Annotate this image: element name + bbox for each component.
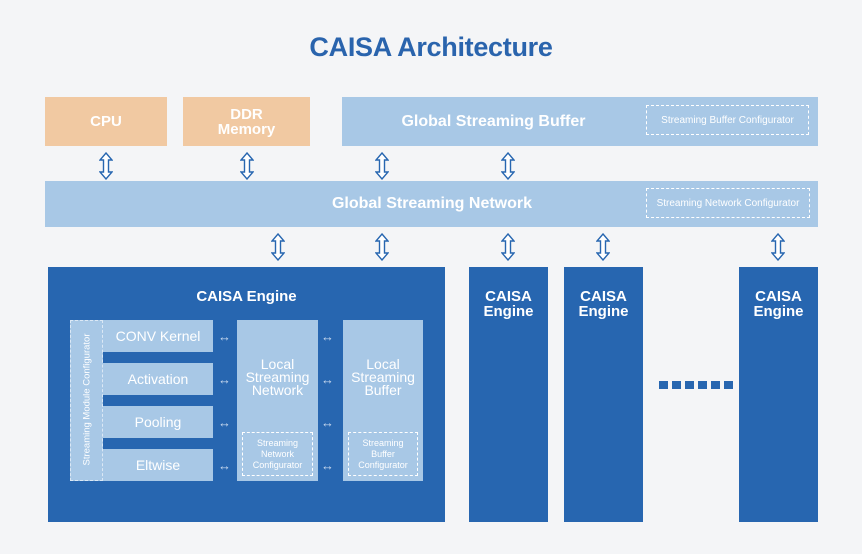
caisa-engine-2: CAISA Engine [469,267,548,522]
up-down-arrow-icon [99,152,113,180]
left-right-arrow-icon: ↔ [321,415,334,430]
local-network-cfg-line3: Configurator [252,459,303,470]
local-buffer-line3: Buffer [364,382,402,398]
local-buffer-line2: Streaming [351,369,415,385]
left-right-arrow-icon: ↔ [321,329,334,344]
up-down-arrow-icon [375,152,389,180]
up-down-arrow-icon [375,233,389,261]
pooling-label: Pooling [134,414,182,430]
streaming-network-configurator-label: Streaming Network Configurator [656,197,800,209]
local-streaming-network-box: Local Streaming Network Streaming Networ… [237,320,318,481]
eltwise-label: Eltwise [135,457,181,473]
global-streaming-network-label: Global Streaming Network [331,195,533,212]
local-network-line3: Network [251,382,304,398]
cpu-box: CPU [45,97,167,146]
caisa-engine-main-title: CAISA Engine [196,288,297,305]
local-network-configurator: Streaming Network Configurator [242,432,313,476]
caisa-engine-2-line2: Engine [483,303,534,320]
local-buffer-cfg-line2: Buffer [371,448,395,459]
pooling-box: Pooling [103,406,213,438]
local-network-cfg-line2: Network [260,448,294,459]
caisa-engine-n-line1: CAISA [755,288,802,305]
eltwise-box: Eltwise [103,449,213,481]
caisa-engine-n-line2: Engine [753,303,804,320]
local-network-cfg-line1: Streaming [256,437,299,448]
up-down-arrow-icon [501,233,515,261]
ddr-memory-box: DDR Memory [183,97,310,146]
up-down-arrow-icon [596,233,610,261]
dots-icon [659,381,733,389]
streaming-module-configurator: Streaming Module Configurator [70,320,103,481]
up-down-arrow-icon [271,233,285,261]
local-buffer-line1: Local [366,356,400,372]
left-right-arrow-icon: ↔ [218,372,231,387]
left-right-arrow-icon: ↔ [321,372,334,387]
caisa-engine-3-line1: CAISA [580,288,627,305]
caisa-engine-3-line2: Engine [578,303,629,320]
streaming-network-configurator: Streaming Network Configurator [646,188,810,218]
caisa-engine-main: CAISA Engine Streaming Module Configurat… [48,267,445,522]
caisa-engine-3: CAISA Engine [564,267,643,522]
streaming-buffer-configurator: Streaming Buffer Configurator [646,105,809,135]
global-streaming-buffer-label: Global Streaming Buffer [401,113,586,130]
global-streaming-network-box: Global Streaming Network Streaming Netwo… [45,181,818,227]
activation-label: Activation [127,371,189,387]
conv-kernel-label: CONV Kernel [115,328,201,344]
global-streaming-buffer-box: Global Streaming Buffer Streaming Buffer… [342,97,818,146]
left-right-arrow-icon: ↔ [218,415,231,430]
conv-kernel-box: CONV Kernel [103,320,213,352]
cpu-label: CPU [90,113,122,130]
diagram-title: CAISA Architecture [309,32,553,62]
local-buffer-cfg-line3: Configurator [358,459,408,470]
streaming-buffer-configurator-label: Streaming Buffer Configurator [661,114,794,126]
local-streaming-buffer-box: Local Streaming Buffer Streaming Buffer … [343,320,423,481]
up-down-arrow-icon [240,152,254,180]
local-network-line2: Streaming [245,369,310,385]
streaming-module-configurator-label: Streaming Module Configurator [81,333,93,466]
activation-box: Activation [103,363,213,395]
left-right-arrow-icon: ↔ [218,329,231,344]
up-down-arrow-icon [501,152,515,180]
local-buffer-configurator: Streaming Buffer Configurator [348,432,418,476]
ddr-label-line2: Memory [217,120,276,138]
left-right-arrow-icon: ↔ [218,458,231,473]
left-right-arrow-icon: ↔ [321,458,334,473]
caisa-engine-2-line1: CAISA [485,288,532,305]
ddr-label-line1: DDR [230,105,263,123]
local-network-line1: Local [260,356,295,372]
caisa-engine-n: CAISA Engine [739,267,818,522]
up-down-arrow-icon [771,233,785,261]
local-buffer-cfg-line1: Streaming [362,437,404,448]
